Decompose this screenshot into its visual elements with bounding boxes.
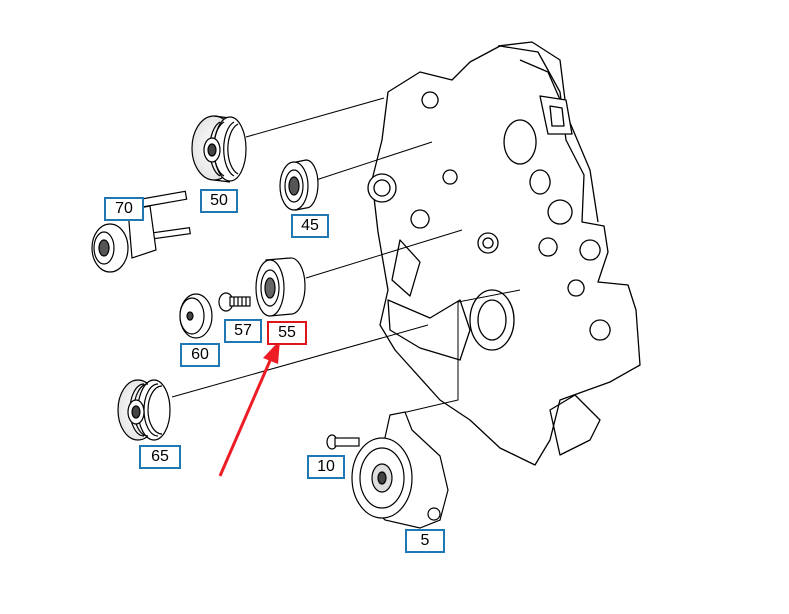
red-arrow-icon (218, 340, 280, 477)
callout-50[interactable]: 50 (200, 189, 238, 213)
callout-5[interactable]: 5 (405, 529, 445, 553)
callout-45[interactable]: 45 (291, 214, 329, 238)
part-50-idler-pulley (191, 115, 247, 183)
part-55-idler-roller (255, 257, 306, 317)
callout-55-highlighted[interactable]: 55 (267, 321, 307, 345)
timing-cover (367, 41, 641, 466)
part-5-belt-tensioner (351, 411, 449, 529)
callout-10[interactable]: 10 (307, 455, 345, 479)
part-60-cap (179, 293, 213, 339)
callout-60[interactable]: 60 (180, 343, 220, 367)
part-45-roller (279, 159, 319, 211)
part-65-ribbed-pulley (117, 379, 171, 441)
part-10-bolt (326, 434, 360, 450)
leader-lines (171, 97, 521, 415)
part-70-tensioner-assembly (91, 190, 191, 273)
callout-65[interactable]: 65 (139, 445, 181, 469)
callout-57[interactable]: 57 (224, 319, 262, 343)
callout-70[interactable]: 70 (104, 197, 144, 221)
part-57-bolt (218, 292, 251, 312)
